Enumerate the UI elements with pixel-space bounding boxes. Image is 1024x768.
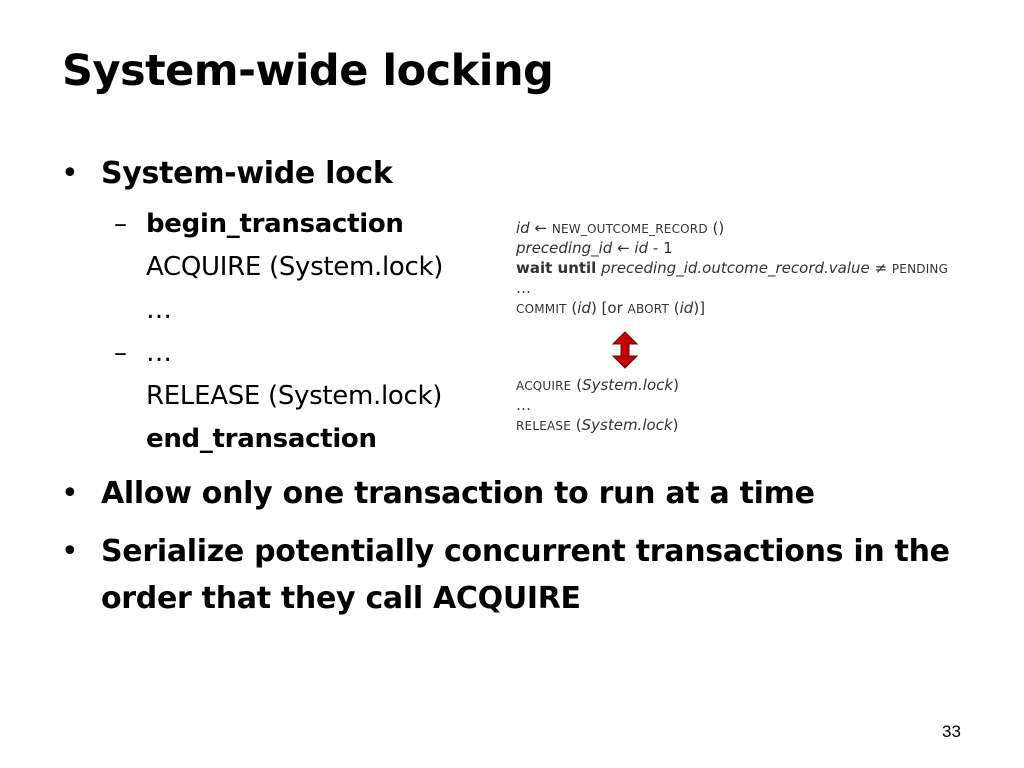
bullet-marker: • xyxy=(61,476,79,511)
sub-bullet-marker: – xyxy=(114,209,127,239)
sub-bullet-line: ACQUIRE (System.lock) xyxy=(146,252,444,282)
code-line-2: preceding_id ← id - 1 xyxy=(516,239,673,257)
sub-bullet-marker: – xyxy=(114,338,127,368)
code-line-acquire: ACQUIRE (System.lock) xyxy=(516,376,679,394)
sub-bullet-begin: – begin_transaction ACQUIRE (System.lock… xyxy=(114,203,444,332)
sub-bullet-ellipsis: … xyxy=(146,338,172,368)
bullet-text-line-1: Serialize potentially concurrent transac… xyxy=(101,534,950,569)
page-number: 33 xyxy=(942,722,961,741)
bullet-one-transaction: • Allow only one transaction to run at a… xyxy=(61,470,815,517)
bullet-serialize: • Serialize potentially concurrent trans… xyxy=(61,528,981,622)
double-arrow-shape xyxy=(612,331,638,369)
pseudocode-system-lock: ACQUIRE (System.lock) … RELEASE (System.… xyxy=(516,375,679,435)
code-line-1: id ← NEW_OUTCOME_RECORD () xyxy=(516,219,725,237)
bullet-marker: • xyxy=(61,534,79,569)
sub-bullet-line: RELEASE (System.lock) xyxy=(146,381,443,411)
slide-title: System-wide locking xyxy=(62,46,554,96)
code-line-5: COMMIT (id) [or ABORT (id)] xyxy=(516,299,706,317)
code-line-ellipsis: … xyxy=(516,396,531,414)
pseudocode-outcome-record: id ← NEW_OUTCOME_RECORD () preceding_id … xyxy=(516,218,948,318)
bullet-text: Allow only one transaction to run at a t… xyxy=(101,476,815,511)
sub-bullet-end: – … RELEASE (System.lock) end_transactio… xyxy=(114,332,443,461)
bullet-marker: • xyxy=(61,156,79,191)
sub-bullet-keyword: begin_transaction xyxy=(146,209,404,239)
code-line-3: wait until preceding_id.outcome_record.v… xyxy=(516,259,949,277)
sub-bullet-ellipsis: … xyxy=(146,295,172,325)
sub-bullet-keyword: end_transaction xyxy=(146,424,377,454)
code-line-release: RELEASE (System.lock) xyxy=(516,416,679,434)
code-line-4: … xyxy=(516,279,531,297)
double-arrow-icon xyxy=(612,331,638,369)
bullet-system-wide-lock: • System-wide lock xyxy=(61,150,393,197)
bullet-text: System-wide lock xyxy=(101,156,393,191)
bullet-text-line-2: order that they call ACQUIRE xyxy=(101,581,581,616)
